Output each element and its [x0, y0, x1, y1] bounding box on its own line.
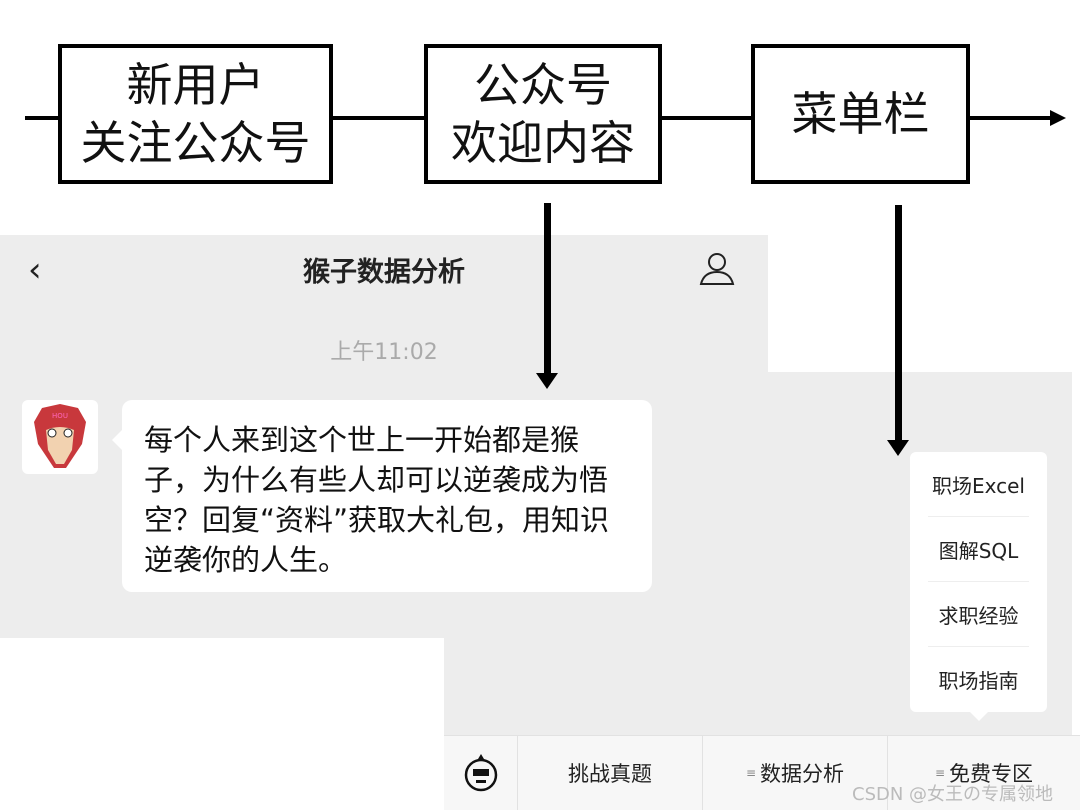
flow-step-text: 欢迎内容 — [451, 116, 635, 170]
timestamp: 上午11:02 — [330, 340, 438, 365]
submenu-item[interactable]: 图解SQL — [928, 517, 1029, 582]
arrow-to-message — [544, 203, 551, 375]
menu-item-data-analysis[interactable]: ≡ 数据分析 — [702, 736, 887, 810]
menu-item-label: 免费专区 — [949, 762, 1034, 786]
watermark: CSDN @女王の专属领地 — [852, 784, 1054, 805]
menu-bar: 挑战真题 ≡ 数据分析 ≡ 免费专区 — [444, 735, 1080, 810]
arrow-head — [536, 373, 558, 389]
flow-step-text: 公众号 — [474, 58, 612, 112]
submenu-item[interactable]: 职场Excel — [928, 452, 1029, 517]
submenu-popup: 职场Excel 图解SQL 求职经验 职场指南 — [910, 452, 1047, 721]
svg-text:HOU: HOU — [52, 412, 68, 420]
chat-header-area — [0, 235, 768, 375]
arrow-head — [887, 440, 909, 456]
menu-item-challenge[interactable]: 挑战真题 — [517, 736, 702, 810]
submenu-item[interactable]: 职场指南 — [938, 669, 1019, 693]
back-icon[interactable]: ‹ — [28, 250, 42, 290]
flow-step-follow: 新用户 关注公众号 — [58, 44, 333, 184]
menu-item-label: 数据分析 — [760, 762, 845, 786]
submenu-item[interactable]: 求职经验 — [928, 582, 1029, 647]
flow-arrow-head — [1050, 110, 1066, 126]
flow-step-text: 菜单栏 — [791, 87, 930, 141]
flow-step-welcome: 公众号 欢迎内容 — [424, 44, 662, 184]
flow-step-text: 关注公众号 — [80, 116, 311, 170]
chat-title: 猴子数据分析 — [303, 257, 465, 288]
submenu-marker-icon: ≡ — [934, 766, 946, 780]
message-bubble: 每个人来到这个世上一开始都是猴子，为什么有些人却可以逆袭成为悟空？回复“资料”获… — [112, 400, 652, 592]
person-icon[interactable] — [698, 250, 736, 286]
menu-item-free-zone[interactable]: ≡ 免费专区 — [887, 736, 1080, 810]
submenu-marker-icon: ≡ — [745, 766, 757, 780]
flow-step-text: 新用户 — [126, 58, 265, 112]
keyboard-icon[interactable] — [444, 736, 517, 810]
avatar[interactable]: HOU — [22, 400, 98, 474]
flow-step-menu: 菜单栏 — [751, 44, 970, 184]
arrow-to-menu — [895, 205, 902, 441]
